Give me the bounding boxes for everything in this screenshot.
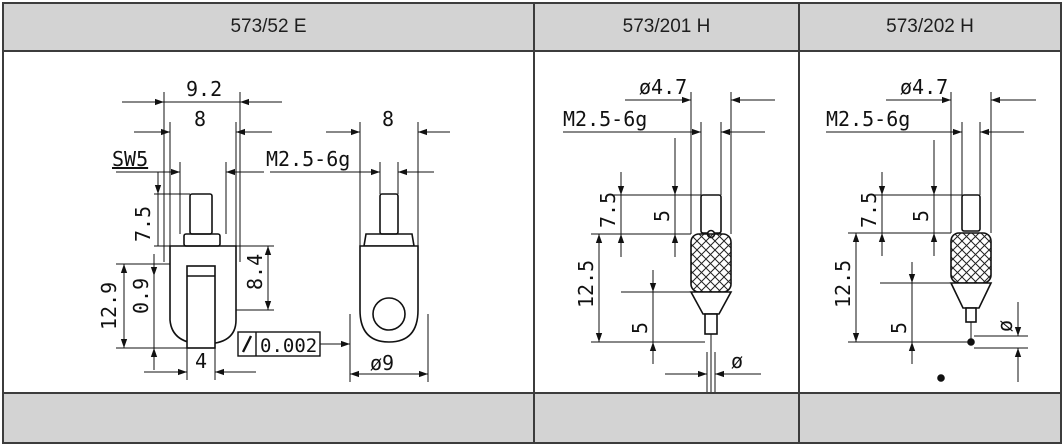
technical-drawing-573-52e: 9.2 8 SW5 7.5 12.9 0.9 4 8.4 8 M2.5-6g 0…	[97, 77, 450, 382]
column-header-573-202h: 573/202 H	[798, 2, 1062, 52]
drawing-cell-573-52e: 9.2 8 SW5 7.5 12.9 0.9 4 8.4 8 M2.5-6g 0…	[2, 50, 535, 394]
dim-label-tolerance: 0.002	[260, 335, 317, 357]
dim-label-7-5: 7.5	[131, 206, 155, 242]
footer-cell-573-52e	[2, 392, 535, 444]
hex-nut-side	[363, 233, 415, 247]
dim-label-0-9: 0.9	[129, 278, 153, 314]
footer-row	[2, 392, 1062, 444]
thread-pin-202h	[961, 194, 981, 232]
technical-drawing-573-201h: ø4.7 M2.5-6g 7.5 5 12.5 5 ø	[563, 75, 775, 392]
dim-label-8-side: 8	[382, 107, 394, 131]
drawing-cell-573-202h: ø4.7 M2.5-6g 7.5 5 12.5 5 ø	[798, 50, 1062, 394]
knurled-grip-202h	[950, 232, 992, 284]
dimension-lines-573-52e	[116, 92, 450, 382]
ball-side	[372, 297, 406, 331]
header-row: 573/52 E 573/201 H 573/202 H	[2, 2, 1062, 52]
runout-symbol-icon	[241, 335, 253, 353]
slot-insert-front	[186, 265, 216, 349]
dim-label-dia-top-201h: ø4.7	[639, 75, 687, 99]
dim-label-7-5-202h: 7.5	[857, 192, 881, 228]
dim-label-sw5: SW5	[112, 147, 148, 171]
dim-label-8-front: 8	[194, 107, 206, 131]
column-header-573-52e: 573/52 E	[2, 2, 535, 52]
dim-label-thread-202h: M2.5-6g	[826, 107, 910, 131]
dim-label-5-lower-201h: 5	[628, 322, 652, 334]
dim-label-5-upper-201h: 5	[650, 210, 674, 222]
dim-label-9-2: 9.2	[186, 77, 222, 101]
dim-label-4: 4	[195, 349, 207, 373]
dim-label-tip-dia-201h: ø	[731, 349, 743, 373]
taper-201h	[689, 291, 733, 315]
dimension-lines-573-202h	[826, 92, 1036, 382]
dim-label-dia-top-202h: ø4.7	[900, 75, 948, 99]
dim-label-thread-201h: M2.5-6g	[563, 107, 647, 131]
dim-label-12-5-201h: 12.5	[574, 260, 598, 308]
drawing-row: 9.2 8 SW5 7.5 12.9 0.9 4 8.4 8 M2.5-6g 0…	[2, 50, 1062, 394]
thread-pin-201h	[700, 194, 722, 234]
technical-drawing-573-202h: ø4.7 M2.5-6g 7.5 5 12.5 5 ø	[826, 75, 1036, 382]
dim-label-12-5-202h: 12.5	[831, 260, 855, 308]
dim-label-5-upper-202h: 5	[909, 210, 933, 222]
dimension-lines-573-201h	[563, 92, 775, 392]
thread-pin-side	[379, 193, 399, 235]
knurled-grip-201h	[690, 233, 732, 293]
dim-label-thread-52e: M2.5-6g	[266, 147, 350, 171]
dim-label-8-4: 8.4	[243, 254, 267, 290]
footer-cell-573-201h	[533, 392, 800, 444]
taper-202h	[949, 282, 993, 309]
dim-label-5-lower-202h: 5	[887, 322, 911, 334]
footer-cell-573-202h	[798, 392, 1062, 444]
column-header-573-201h: 573/201 H	[533, 2, 800, 52]
thread-pin-front	[189, 193, 213, 235]
ball-tip-202h	[967, 338, 975, 346]
dim-label-12-9: 12.9	[97, 282, 121, 330]
hex-nut-front	[183, 233, 221, 247]
dim-label-tip-dia-202h: ø	[993, 320, 1017, 332]
dim-label-ball-diameter: ø9	[370, 351, 394, 375]
dim-label-7-5-201h: 7.5	[596, 192, 620, 228]
drawing-cell-573-201h: ø4.7 M2.5-6g 7.5 5 12.5 5 ø	[533, 50, 800, 394]
